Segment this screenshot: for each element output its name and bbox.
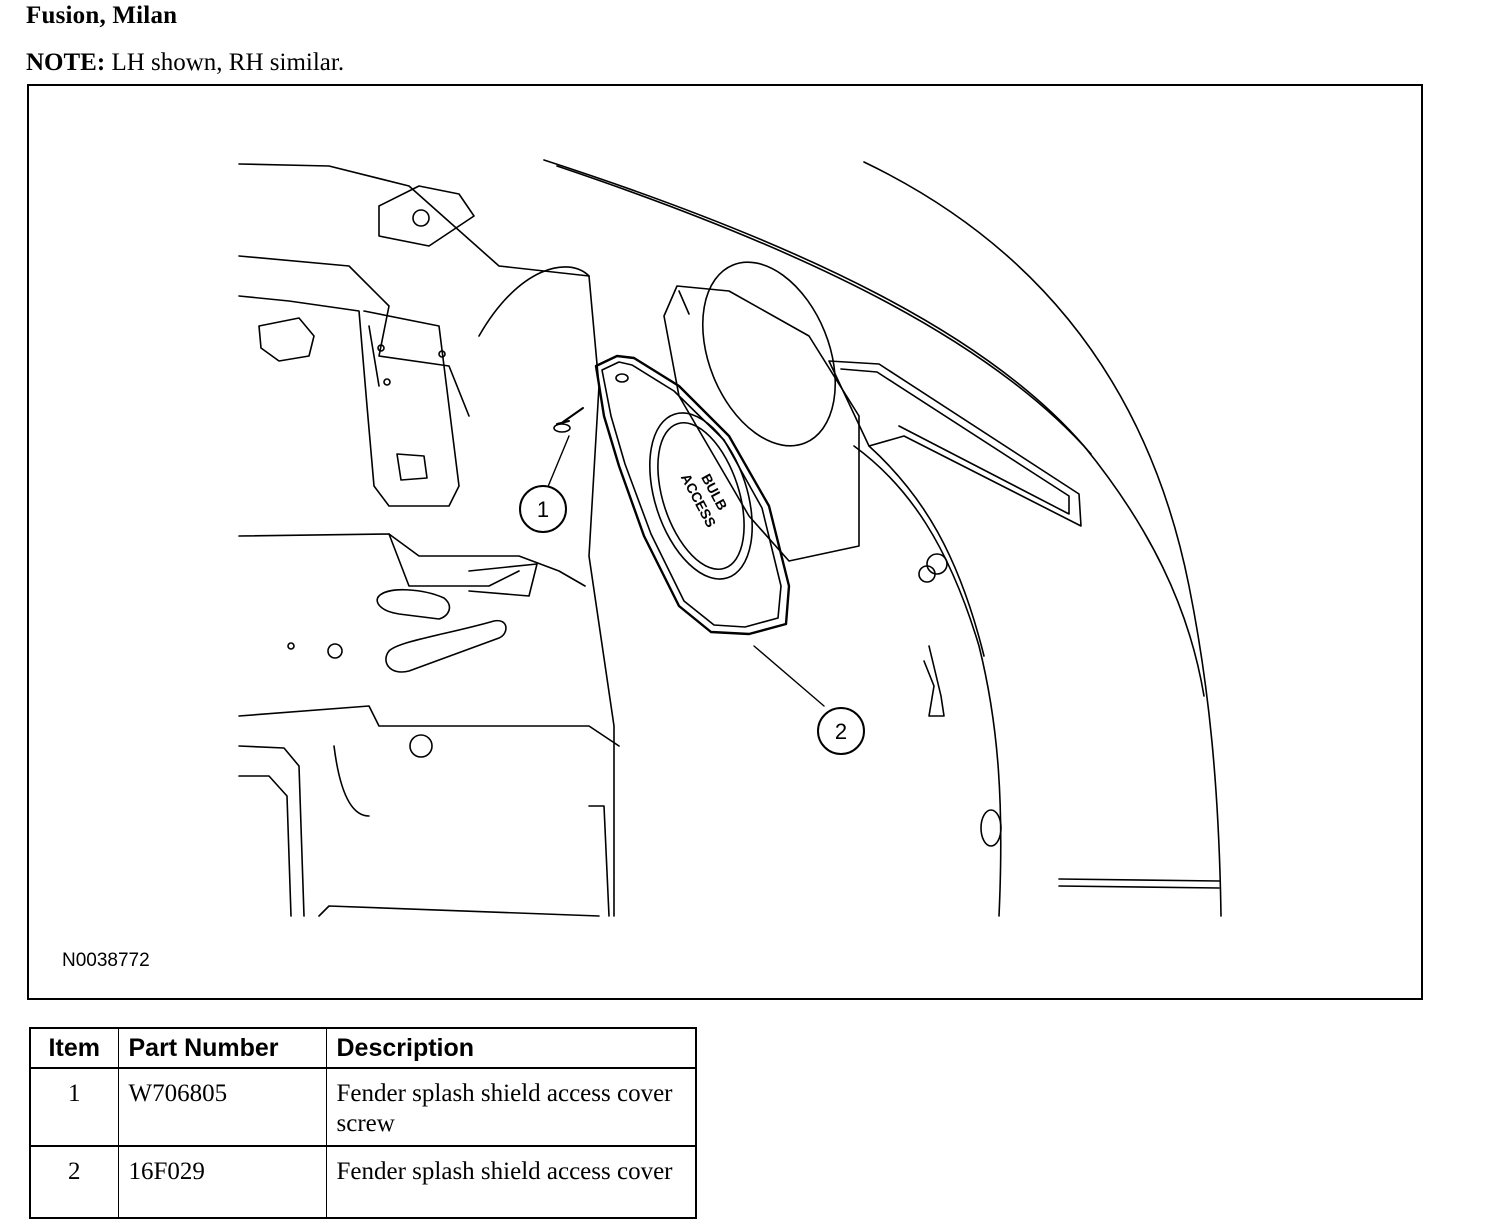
- access-cover: [594, 354, 791, 636]
- inner-apron: [238, 163, 615, 917]
- header-description: Description: [325, 1027, 697, 1069]
- fender-top-edge: [863, 161, 1222, 917]
- leader-1: [546, 435, 570, 490]
- cell-part-number: 16F029: [117, 1145, 327, 1219]
- cell-part-number: W706805: [117, 1067, 327, 1147]
- header-item: Item: [29, 1027, 119, 1069]
- diagram-figure: 1 2 BULB ACCESS N0038772: [27, 84, 1423, 1000]
- leader-2: [753, 645, 825, 707]
- note: NOTE: LH shown, RH similar.: [26, 49, 344, 77]
- table-row: 2 16F029 Fender splash shield access cov…: [29, 1145, 697, 1219]
- fender-outer-edge: [543, 159, 1205, 697]
- access-cover-ring: [649, 412, 753, 580]
- cell-item: 1: [29, 1067, 119, 1147]
- table-row: 1 W706805 Fender splash shield access co…: [29, 1067, 697, 1147]
- fender-outer-edge-inner: [556, 165, 1092, 455]
- figure-id: N0038772: [62, 950, 150, 971]
- screw: [556, 407, 584, 425]
- note-text: LH shown, RH similar.: [111, 49, 345, 76]
- wheelhouse-liner: [853, 445, 1002, 917]
- headlamp-housing: [701, 261, 837, 447]
- parts-table: Item Part Number Description 1 W706805 F…: [29, 1027, 697, 1219]
- page-title: Fusion, Milan: [26, 2, 178, 29]
- cell-description: Fender splash shield access cover: [325, 1145, 697, 1219]
- note-label: NOTE:: [26, 49, 106, 76]
- header-part-number: Part Number: [117, 1027, 327, 1069]
- cell-description: Fender splash shield access cover screw: [325, 1067, 697, 1147]
- cell-item: 2: [29, 1145, 119, 1219]
- line-drawing: [238, 159, 1222, 917]
